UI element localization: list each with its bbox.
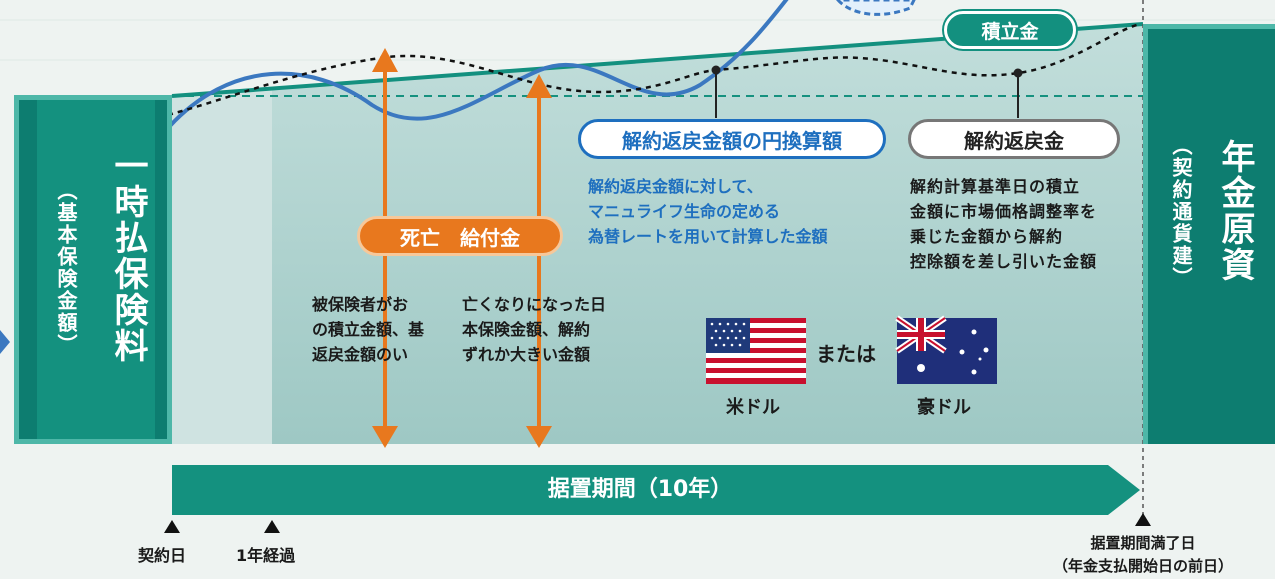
deferral-end-label: 据置期間満了日 [1090, 534, 1196, 552]
usd-flag-icon [706, 318, 806, 384]
yen-value-note: 解約返戻金額に対して、 マニュライフ生命の定める 為替レートを用いて計算した金額 [588, 177, 828, 246]
annuity-fund-subtitle: （契約通貨建） [1169, 135, 1193, 289]
contract-day-label: 契約日 [138, 546, 187, 565]
first-year-band [172, 89, 272, 444]
single-premium-box: 一時払保険料 （基本保険金額） [14, 95, 172, 444]
leader-lines [711, 65, 1023, 118]
deferral-period-label: 据置期間（10年） [547, 477, 733, 502]
left-edge-arrow [0, 330, 10, 354]
annuity-fund-title: 年金原資 [1215, 139, 1255, 283]
one-year-label: 1年経過 [236, 546, 296, 565]
aud-flag-icon [895, 315, 997, 384]
death-benefit-label: 死亡 給付金 [357, 216, 563, 256]
timeline-markers [164, 513, 1151, 533]
usd-label: 米ドル [726, 397, 780, 418]
yen-value-curve [166, 0, 789, 130]
death-benefit-note-left: 被保険者がお の積立金額、基 返戻金額のい [312, 295, 425, 364]
annuity-fund-box: 年金原資 （契約通貨建） [1143, 24, 1275, 444]
period-bar-arrow [172, 465, 1140, 515]
yen-value-label: 解約返戻金額の円換算額 [578, 119, 886, 159]
single-premium-title: 一時払保険料 [108, 148, 148, 364]
surrender-curve [167, 22, 1141, 117]
aud-label: 豪ドル [917, 397, 971, 418]
accumulation-label: 積立金 [944, 11, 1076, 49]
currency-or: または [816, 342, 876, 366]
annuity-start-note: （年金支払開始日の前日） [1052, 557, 1233, 575]
single-premium-subtitle: （基本保険金額） [54, 180, 78, 356]
surrender-value-label: 解約返戻金 [908, 119, 1120, 159]
circle-fragment [836, 0, 916, 16]
death-benefit-note-right: 亡くなりになった日 本保険金額、解約 ずれか大きい金額 [462, 295, 607, 364]
surrender-value-note: 解約計算基準日の積立 金額に市場価格調整率を 乗じた金額から解約 控除額を差し引… [910, 177, 1098, 271]
